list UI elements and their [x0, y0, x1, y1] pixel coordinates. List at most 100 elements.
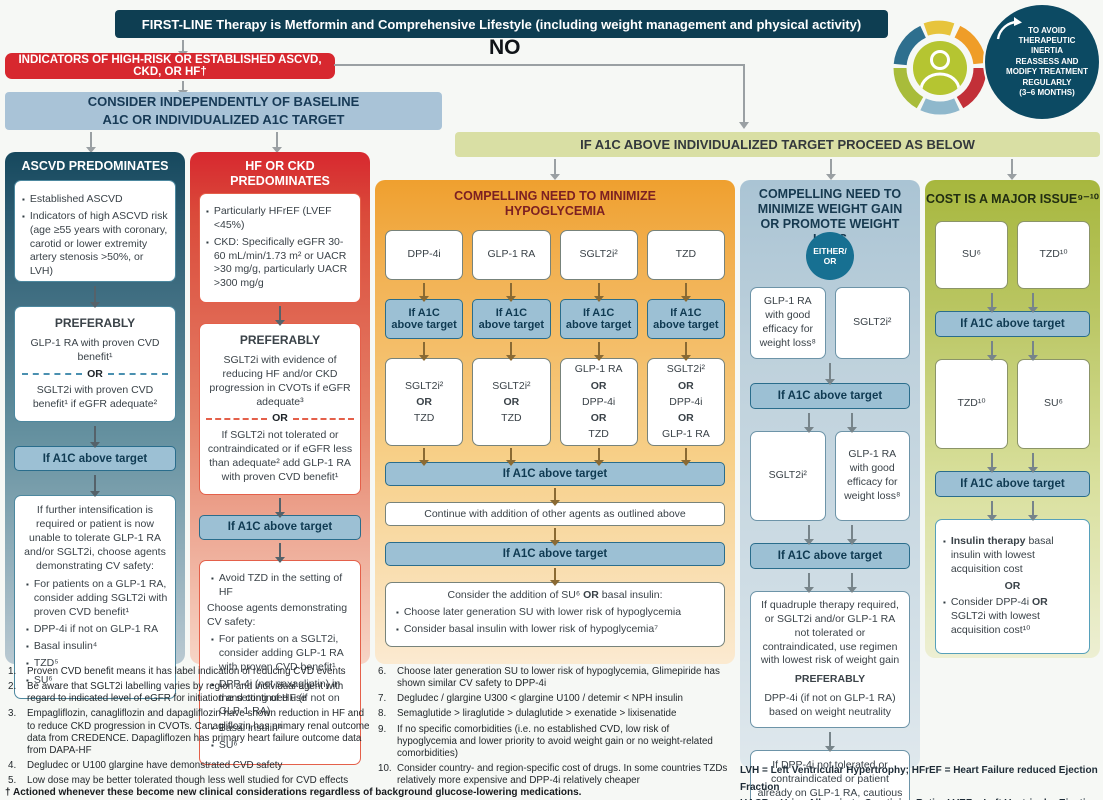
- preferably-title: PREFERABLY: [54, 316, 136, 330]
- cost-agent-box: SU⁶: [935, 221, 1008, 289]
- arrow-down-icon: [275, 542, 285, 563]
- footnotes-right: 6.Choose later generation SU to lower ri…: [378, 666, 730, 790]
- footnotes-left: 1.Proven CVD benefit means it has label …: [8, 666, 370, 790]
- arrow-down-icon: [1027, 293, 1038, 313]
- arrow-down-icon: [506, 448, 517, 466]
- weight-agent-box: SGLT2i²: [750, 431, 826, 521]
- arrow-down-icon: [826, 159, 836, 180]
- footnote: 4.Degludec or U100 glargine have demonst…: [8, 759, 283, 771]
- or-label: OR: [272, 412, 288, 425]
- arrow-down-icon: [550, 159, 560, 180]
- hypo-agent-box: TZD: [646, 230, 725, 280]
- hfckd-cv-item: DPP-4i (not saxagliptin) in the setting …: [211, 678, 353, 720]
- arrow-down-icon: [987, 293, 998, 313]
- arrow-down-icon: [680, 283, 691, 302]
- arrow-down-icon: [1027, 501, 1038, 521]
- ascvd-criteria-item: Established ASCVD: [22, 193, 168, 207]
- weight-agent-box: GLP-1 RA with good efficacy for weight l…: [750, 287, 826, 359]
- arrow-down-icon: [1007, 159, 1017, 180]
- arrow-down-icon: [506, 283, 517, 302]
- consider-line2: A1C OR INDIVIDUALIZED A1C TARGET: [102, 112, 345, 127]
- column-ascvd: ASCVD PREDOMINATES Established ASCVD Ind…: [5, 152, 185, 700]
- cost-a1c-bar: If A1C above target: [935, 471, 1090, 497]
- arrow-down-icon: [739, 122, 749, 129]
- arrow-down-icon: [846, 525, 857, 545]
- footnote: 5.Low dose may be better tolerated thoug…: [8, 775, 349, 787]
- hfckd-criteria-item: Particularly HFrEF (LVEF <45%): [206, 205, 354, 233]
- footnote: 6.Choose later generation SU to lower ri…: [378, 666, 720, 690]
- treatment-cycle-icon: [888, 6, 992, 122]
- column-weight: COMPELLING NEED TO MINIMIZE WEIGHT GAIN …: [740, 180, 920, 800]
- arrow-down-icon: [275, 497, 285, 518]
- cost-header: COST IS A MAJOR ISSUE⁹⁻¹⁰: [926, 192, 1099, 206]
- arrow-down-icon: [275, 306, 285, 327]
- preferably-title: PREFERABLY: [794, 673, 866, 686]
- footnote: 2.Be aware that SGLT2i labelling varies …: [8, 681, 344, 705]
- arrow-down-icon: [506, 342, 517, 361]
- preferably-title: PREFERABLY: [239, 333, 321, 348]
- no-branch-line-vertical: [743, 64, 745, 122]
- hfckd-criteria-box: Particularly HFrEF (LVEF <45%) CKD: Spec…: [199, 193, 361, 304]
- hfckd-cv-item: For patients on a SGLT2i, consider addin…: [211, 633, 353, 675]
- footnote: 1.Proven CVD benefit means it has label …: [8, 666, 346, 677]
- hypo-second-agent-box: SGLT2i² OR TZD: [472, 358, 551, 446]
- hfckd-preferably-box: PREFERABLY SGLT2i with evidence of reduc…: [199, 323, 361, 495]
- ascvd-a1c-bar: If A1C above target: [14, 446, 176, 472]
- arrow-down-icon: [846, 413, 857, 433]
- hypo-final-box: Consider the addition of SU⁶ OR basal in…: [385, 582, 725, 647]
- hfckd-safety-box: Avoid TZD in the setting of HF Choose ag…: [199, 559, 361, 766]
- inertia-text: TO AVOID THERAPEUTIC INERTIA REASSESS AN…: [1006, 25, 1088, 97]
- ascvd-intensify-item: Basal insulin⁴: [26, 640, 168, 654]
- ascvd-pref-top: GLP-1 RA with proven CVD benefit¹: [30, 336, 160, 363]
- consider-line1: CONSIDER INDEPENDENTLY OF BASELINE: [87, 94, 360, 110]
- hypo-header: COMPELLING NEED TO MINIMIZE HYPOGLYCEMIA: [454, 189, 656, 218]
- cost-agent-box: TZD¹⁰: [1017, 221, 1090, 289]
- arrow-down-icon: [593, 342, 604, 361]
- cost-agent-box: SU⁶: [1017, 359, 1090, 449]
- hypo-final-item: Consider basal insulin with lower risk o…: [396, 623, 714, 637]
- arrow-down-icon: [550, 528, 560, 546]
- hfckd-criteria-item: CKD: Specifically eGFR 30-60 mL/min/1.73…: [206, 236, 354, 291]
- therapeutic-inertia-badge: TO AVOID THERAPEUTIC INERTIA REASSESS AN…: [985, 5, 1099, 119]
- cost-agent-box: TZD¹⁰: [935, 359, 1008, 449]
- consider-independently-box: CONSIDER INDEPENDENTLY OF BASELINE A1C O…: [5, 92, 442, 130]
- ascvd-intensify-intro: If further intensification is required o…: [24, 504, 166, 572]
- arrow-down-icon: [680, 448, 691, 466]
- either-or-badge: EITHER/ OR: [806, 232, 854, 280]
- arrow-down-icon: [90, 426, 100, 449]
- ascvd-pref-bottom: SGLT2i with proven CVD benefit¹ if eGFR …: [32, 384, 158, 411]
- footnote: 9.If no specific comorbidities (i.e. no …: [378, 723, 713, 759]
- arrow-down-icon: [593, 283, 604, 302]
- ascvd-intensify-item: DPP-4i if not on GLP-1 RA: [26, 623, 168, 637]
- first-line-therapy-banner: FIRST-LINE Therapy is Metformin and Comp…: [115, 10, 888, 38]
- high-risk-indicators-box: INDICATORS OF HIGH-RISK OR ESTABLISHED A…: [5, 53, 335, 79]
- hfckd-pref-top: SGLT2i with evidence of reducing HF and/…: [209, 353, 351, 408]
- hypo-a1c-wide: If A1C above target: [385, 462, 725, 486]
- arrow-down-icon: [803, 525, 814, 545]
- ascvd-intensify-item: TZD⁵: [26, 657, 168, 671]
- weight-a1c-bar: If A1C above target: [750, 543, 910, 569]
- weight-a1c-bar: If A1C above target: [750, 383, 910, 409]
- arrow-down-icon: [593, 448, 604, 466]
- arrow-down-icon: [178, 81, 188, 96]
- arrow-down-icon: [419, 342, 430, 361]
- arrow-down-icon: [803, 573, 814, 593]
- arrow-down-icon: [272, 132, 282, 153]
- arrow-down-icon: [419, 448, 430, 466]
- arrow-down-icon: [825, 363, 835, 385]
- column-hf-ckd: HF OR CKD PREDOMINATES Particularly HFrE…: [190, 152, 370, 766]
- footnote: 8.Semaglutide > liraglutide > dulaglutid…: [378, 708, 677, 720]
- hfckd-a1c-bar: If A1C above target: [199, 514, 361, 540]
- hypo-final-item: Choose later generation SU with lower ri…: [396, 606, 714, 620]
- arrow-down-icon: [86, 132, 96, 153]
- ascvd-intensify-box: If further intensification is required o…: [14, 495, 176, 700]
- abbreviations: LVH = Left Ventricular Hypertrophy; HFrE…: [740, 765, 1098, 800]
- arrow-down-icon: [846, 573, 857, 593]
- or-label: OR: [87, 367, 103, 380]
- a1c-above-target-banner: IF A1C ABOVE INDIVIDUALIZED TARGET PROCE…: [455, 132, 1100, 157]
- arrow-down-icon: [550, 568, 560, 586]
